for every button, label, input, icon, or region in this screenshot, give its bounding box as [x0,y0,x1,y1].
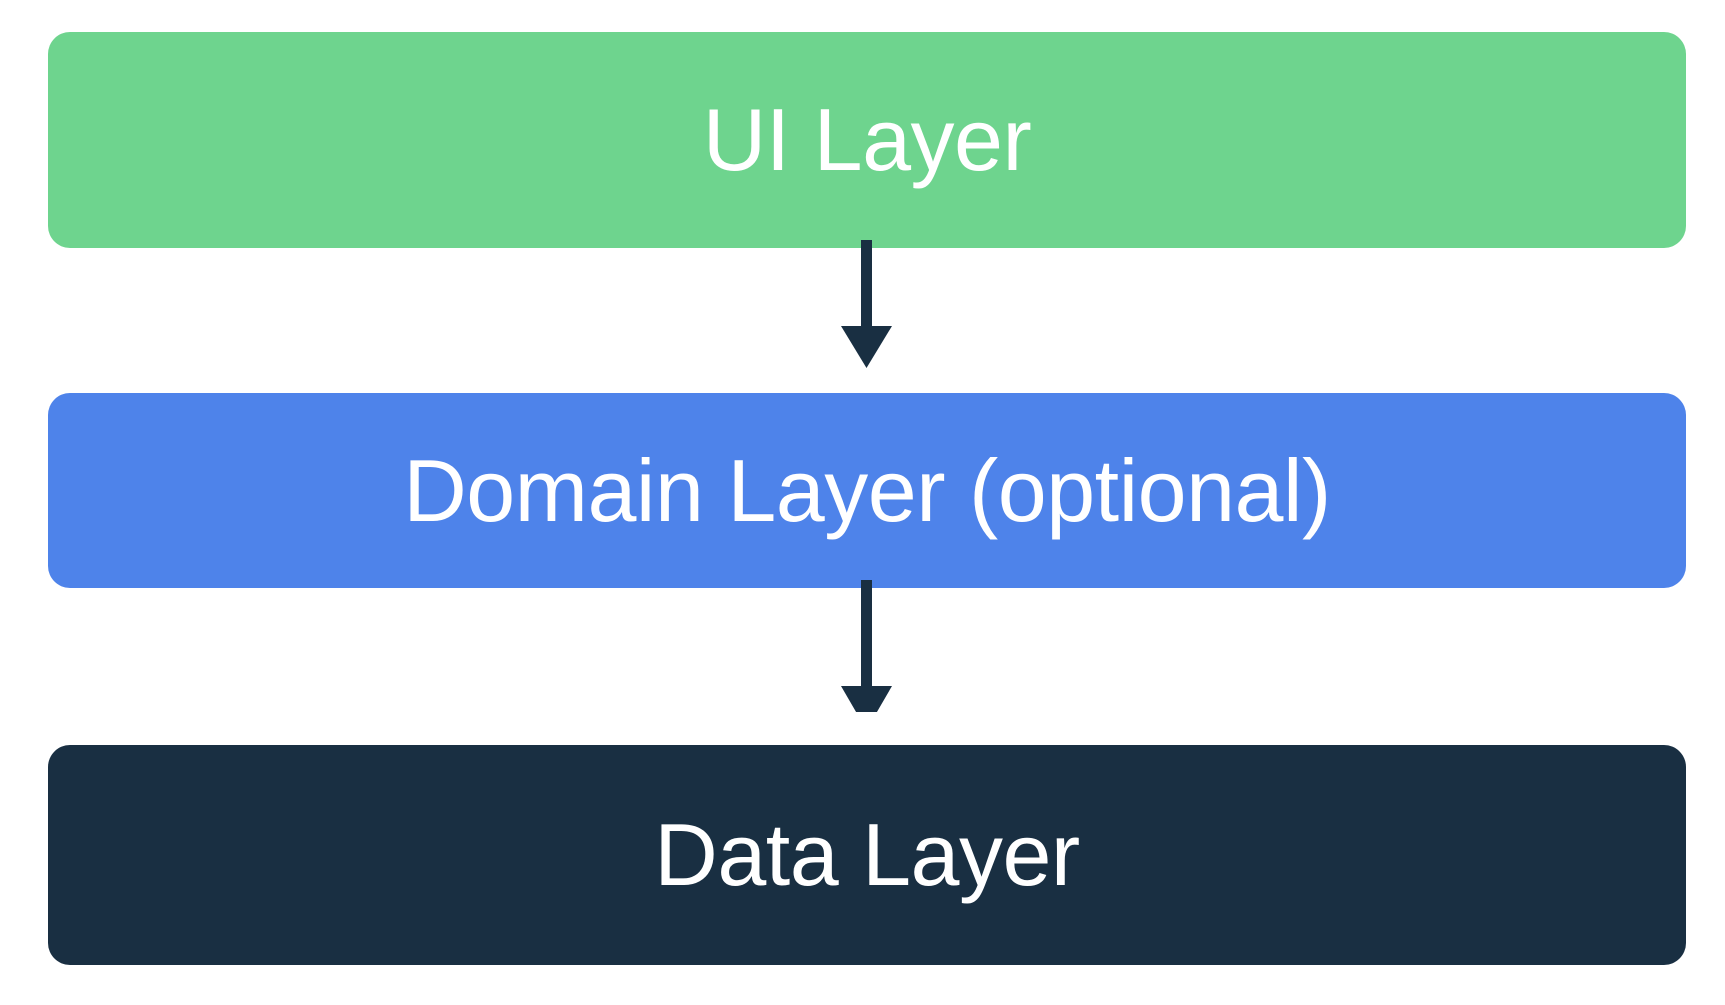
data-layer-label: Data Layer [654,805,1080,904]
arrow-ui-to-domain-icon [841,240,892,368]
data-layer-box[interactable]: Data Layer [48,745,1686,965]
domain-layer-label: Domain Layer (optional) [403,440,1331,540]
domain-layer-box[interactable]: Domain Layer (optional) [48,393,1686,588]
ui-layer-box[interactable]: UI Layer [48,32,1686,248]
ui-layer-label: UI Layer [702,90,1032,189]
arrow-domain-to-data-icon [841,580,892,712]
